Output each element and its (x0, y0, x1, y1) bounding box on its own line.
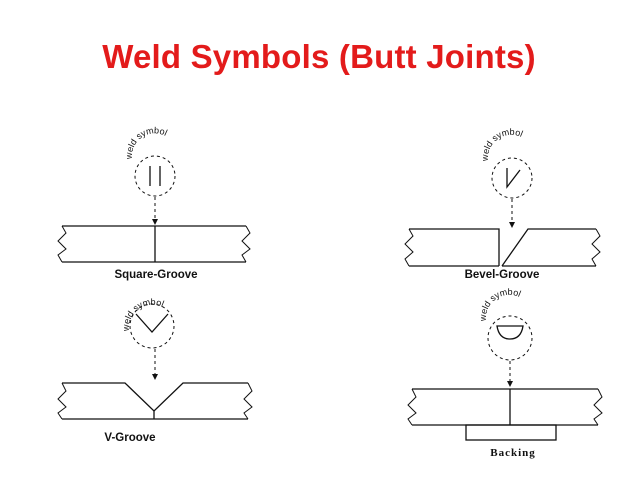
v-groove-plates (57, 382, 253, 420)
svg-text:weld symbol: weld symbol (121, 297, 166, 332)
bevel-groove-caption: Bevel-Groove (465, 269, 540, 281)
square-groove-caption: Square-Groove (114, 269, 197, 281)
slide-title: Weld Symbols (Butt Joints) (102, 38, 536, 75)
svg-text:weld symbol: weld symbol (480, 127, 525, 162)
v-groove-symbol-icon: weld symbol (121, 297, 175, 349)
weld-symbol-label: weld symbol (480, 127, 525, 162)
square-groove-symbol-icon: weld symbol (124, 125, 176, 197)
weld-symbol-label: weld symbol (121, 297, 166, 332)
square-groove-plates (57, 225, 251, 263)
bevel-groove-symbol-icon: weld symbol (480, 127, 533, 199)
bevel-groove-joint: weld symbol Bevel-Groove (404, 127, 601, 281)
backing-joint: weld symbol Backing (407, 287, 603, 459)
v-groove-caption: V-Groove (104, 432, 155, 444)
square-groove-joint: weld symbol Square-Groove (57, 125, 251, 281)
backing-caption: Backing (490, 447, 536, 459)
weld-symbol-label: weld symbol (124, 125, 169, 160)
backing-strip (465, 424, 557, 441)
backing-plates (407, 388, 603, 441)
backing-symbol-icon: weld symbol (478, 287, 533, 361)
v-groove-joint: weld symbol V-Groove (57, 297, 253, 444)
svg-text:weld symbol: weld symbol (124, 125, 169, 160)
bevel-groove-plates (404, 228, 601, 267)
